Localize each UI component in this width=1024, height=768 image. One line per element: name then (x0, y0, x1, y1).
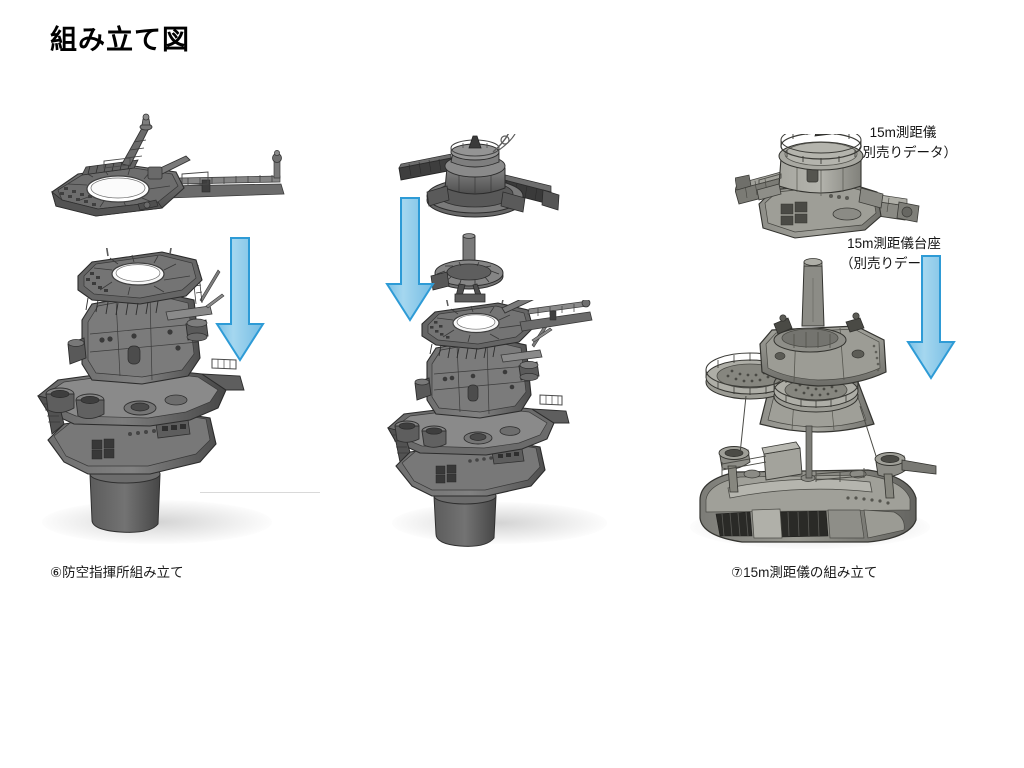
bridge-tower-with-aa-post-model (387, 300, 593, 547)
rangefinder-15m-model (398, 134, 560, 218)
assembly-arrow-3 (906, 255, 956, 380)
column-step-6: ⑥防空指揮所組み立て (0, 0, 340, 768)
column-step-7: 15m測距儀 （別売りデータ） (340, 0, 957, 768)
note-rangefinder-15m: 15m測距儀 （別売りデータ） (849, 123, 957, 162)
caption-step-6: ⑥防空指揮所組み立て (50, 565, 184, 580)
rear-bridge-structure-model (699, 258, 937, 543)
rangefinder-10m-model (735, 134, 920, 239)
anti-aircraft-command-post-model (51, 113, 285, 217)
page-title: 組み立て図 (50, 25, 190, 55)
note-line-2: （別売りデータ） (849, 144, 957, 160)
assembly-arrow-2 (385, 197, 435, 322)
rangefinder-15m-pedestal-model (430, 233, 504, 303)
column-step-8: 10m測距儀 （別売りデータ） (680, 0, 1024, 768)
bridge-tower-assembly-model (37, 248, 245, 533)
note-line-1: 15m測距儀 (869, 125, 937, 140)
model-shadow (392, 502, 607, 544)
caption-step-7: ⑦15m測距儀の組み立て (731, 565, 878, 580)
ground-line (200, 492, 320, 493)
note-line-1: 15m測距儀台座 (847, 236, 941, 251)
assembly-arrow-1 (215, 237, 265, 362)
